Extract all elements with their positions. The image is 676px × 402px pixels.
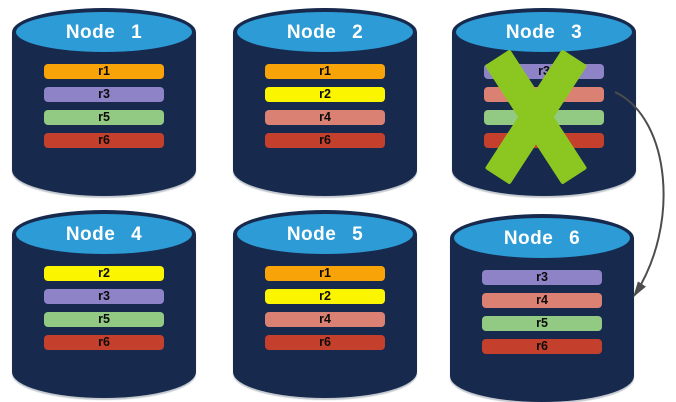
replica-bar: r5 bbox=[44, 312, 164, 327]
replica-label: r1 bbox=[98, 64, 110, 79]
replica-list: r3 r4 r5 r6 bbox=[482, 270, 602, 354]
replica-bar: r1 bbox=[265, 64, 385, 79]
replica-bar: r3 bbox=[482, 270, 602, 285]
replica-label: r6 bbox=[98, 335, 110, 350]
replica-bar: r1 bbox=[44, 64, 164, 79]
replica-label: r6 bbox=[536, 339, 548, 354]
replica-label: r1 bbox=[319, 266, 331, 281]
node-title: Node 3 bbox=[505, 21, 583, 43]
replica-label: r6 bbox=[98, 133, 110, 148]
failure-x-mark bbox=[484, 49, 588, 185]
node-title: Node 4 bbox=[65, 223, 143, 245]
replica-label: r6 bbox=[319, 133, 331, 148]
replica-bar: r4 bbox=[265, 110, 385, 125]
replica-label: r2 bbox=[319, 289, 331, 304]
replica-bar: r6 bbox=[265, 133, 385, 148]
cylinder-top: Node 4 bbox=[12, 210, 196, 258]
replica-bar: r3 bbox=[44, 289, 164, 304]
replica-label: r4 bbox=[536, 293, 548, 308]
node-1: Node 1 r1 r3 r5 r6 bbox=[12, 8, 196, 196]
replica-bar: r5 bbox=[44, 110, 164, 125]
replica-label: r3 bbox=[538, 64, 550, 79]
replica-bar: r3 bbox=[44, 87, 164, 102]
replica-label: r3 bbox=[98, 289, 110, 304]
node-6: Node 6 r3 r4 r5 r6 bbox=[450, 214, 634, 402]
node-title: Node 6 bbox=[503, 227, 581, 249]
replica-bar: r6 bbox=[44, 133, 164, 148]
cylinder-top: Node 1 bbox=[12, 8, 196, 56]
replica-bar: r4 bbox=[265, 312, 385, 327]
replica-list: r2 r3 r5 r6 bbox=[44, 266, 164, 350]
replica-bar: r6 bbox=[265, 335, 385, 350]
replica-label: r5 bbox=[536, 316, 548, 331]
node-title: Node 5 bbox=[286, 223, 364, 245]
replica-label: r5 bbox=[98, 110, 110, 125]
node-title: Node 1 bbox=[65, 21, 143, 43]
replica-label: r4 bbox=[319, 110, 331, 125]
replica-bar: r2 bbox=[44, 266, 164, 281]
node-2: Node 2 r1 r2 r4 r6 bbox=[233, 8, 417, 196]
node-4: Node 4 r2 r3 r5 r6 bbox=[12, 210, 196, 398]
node-title: Node 2 bbox=[286, 21, 364, 43]
replica-label: r2 bbox=[319, 87, 331, 102]
cylinder-top: Node 6 bbox=[450, 214, 634, 262]
replica-label: r6 bbox=[319, 335, 331, 350]
node-5: Node 5 r1 r2 r4 r6 bbox=[233, 210, 417, 398]
replica-label: r2 bbox=[98, 266, 110, 281]
cylinder-top: Node 2 bbox=[233, 8, 417, 56]
replica-bar: r2 bbox=[265, 289, 385, 304]
replica-list: r1 r3 r5 r6 bbox=[44, 64, 164, 148]
replica-bar: r6 bbox=[44, 335, 164, 350]
replica-bar: r2 bbox=[265, 87, 385, 102]
cylinder-top: Node 3 bbox=[452, 8, 636, 56]
replica-bar: r1 bbox=[265, 266, 385, 281]
replica-label: r3 bbox=[98, 87, 110, 102]
replica-list: r1 r2 r4 r6 bbox=[265, 64, 385, 148]
replica-bar: r6 bbox=[482, 339, 602, 354]
replica-label: r3 bbox=[536, 270, 548, 285]
replica-label: r5 bbox=[98, 312, 110, 327]
replica-label: r4 bbox=[319, 312, 331, 327]
replica-bar: r4 bbox=[482, 293, 602, 308]
replica-label: r1 bbox=[319, 64, 331, 79]
replica-bar: r5 bbox=[482, 316, 602, 331]
node-3: Node 3 r3 r4 r5 r6 bbox=[452, 8, 636, 196]
replica-list: r1 r2 r4 r6 bbox=[265, 266, 385, 350]
cylinder-top: Node 5 bbox=[233, 210, 417, 258]
